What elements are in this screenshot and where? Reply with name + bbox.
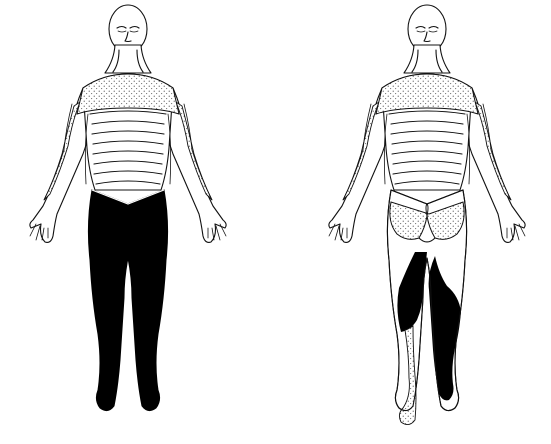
lower-body-solid-region xyxy=(88,190,167,411)
figure-right xyxy=(329,5,525,425)
figure-left xyxy=(30,5,226,411)
